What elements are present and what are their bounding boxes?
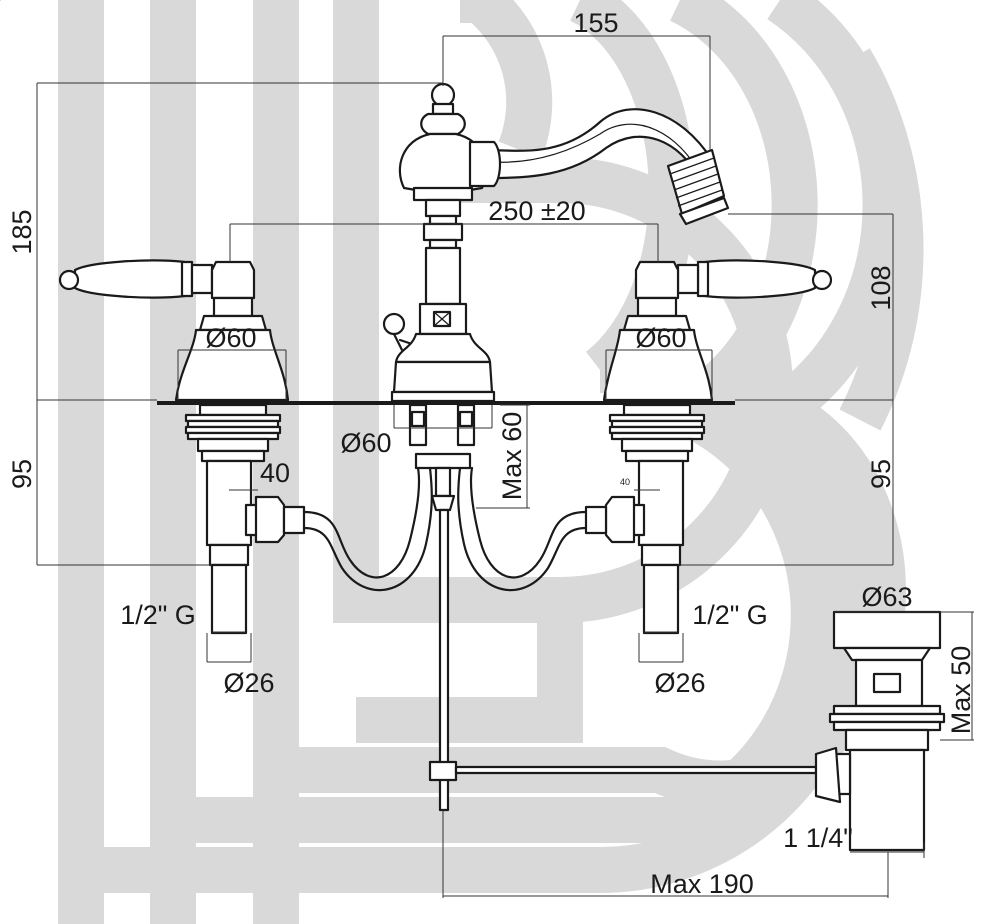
waste-assembly — [814, 610, 946, 852]
handle-spacing-label: 250 ±20 — [488, 196, 585, 226]
shank-diameter-right-label: Ø26 — [654, 668, 705, 698]
dimension-labels: 155 185 250 ±20 108 Ø60 Ø60 Ø60 Max 60 9… — [7, 8, 976, 899]
spout-reach-label: 155 — [573, 8, 618, 38]
deck — [157, 401, 735, 405]
waste-thread-label: 1 1/4" — [783, 823, 853, 853]
supply-hoses — [302, 403, 818, 812]
left-valve — [58, 259, 306, 635]
mixer-body — [382, 82, 730, 403]
thread-right-label: 1/2" G — [692, 600, 768, 630]
below-deck-right-label: 95 — [866, 459, 896, 489]
waste-diameter-label: Ø63 — [861, 582, 912, 612]
rod-length-label: Max 190 — [650, 869, 754, 899]
shank-diameter-left-label: Ø26 — [223, 668, 274, 698]
thread-left-label: 1/2" G — [120, 600, 196, 630]
max-deck-thickness-label: Max 60 — [497, 412, 527, 501]
waste-max-height-label: Max 50 — [946, 646, 976, 735]
right-valve — [584, 259, 833, 635]
below-deck-left-label: 95 — [7, 459, 37, 489]
spout-height-label: 108 — [866, 265, 896, 310]
handle-base-left-label: Ø60 — [205, 323, 256, 353]
shank-offset-right-label: 40 — [620, 477, 630, 487]
dimension-lines — [36, 35, 974, 898]
total-height-label: 185 — [7, 209, 37, 254]
handle-base-right-label: Ø60 — [635, 323, 686, 353]
shank-offset-left-label: 40 — [260, 458, 290, 488]
body-base-label: Ø60 — [340, 428, 391, 458]
watermark-logo — [0, 0, 924, 924]
